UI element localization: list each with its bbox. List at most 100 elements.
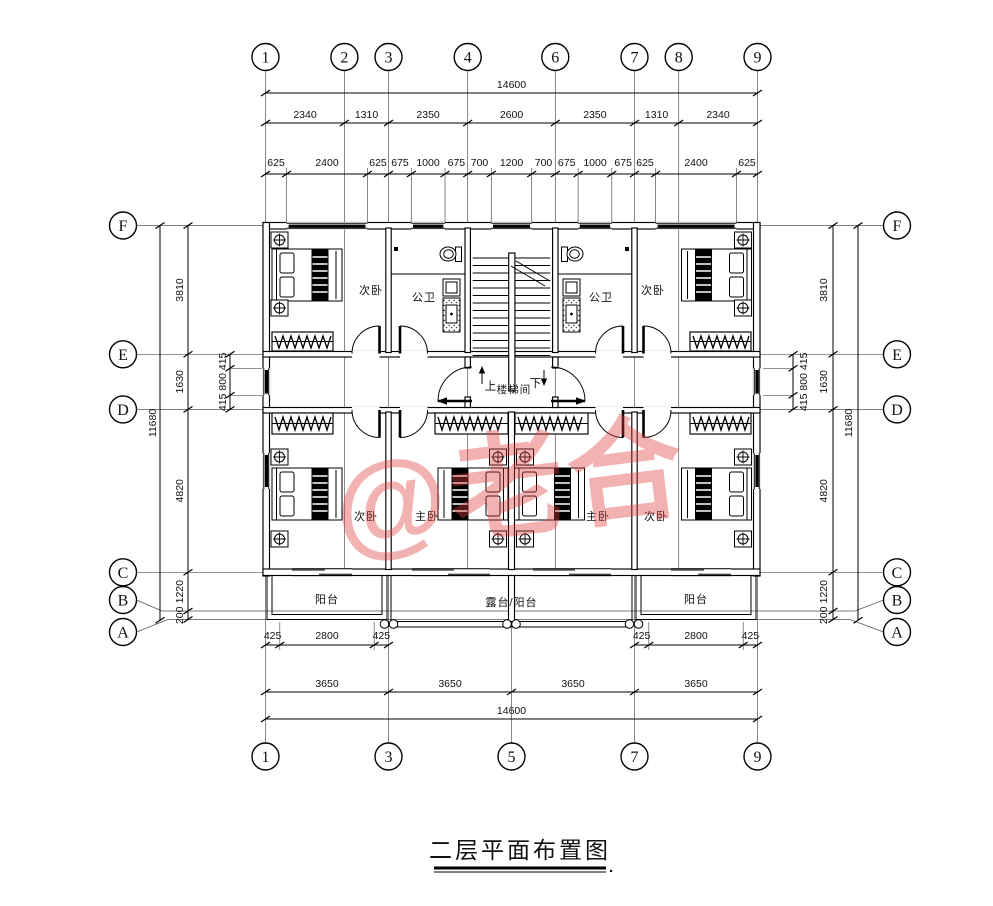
wardrobe: [514, 412, 589, 435]
axis-label: 6: [551, 50, 559, 67]
room-label-terrace: 露台/阳台: [485, 595, 537, 609]
dim-label: 700: [471, 157, 489, 169]
floor-drain: [394, 247, 398, 251]
dim-label: 415: [798, 393, 810, 411]
sliding-door: [671, 568, 731, 577]
dim-label: 4820: [818, 479, 830, 503]
window: [753, 453, 761, 489]
dim-label: 425: [373, 630, 391, 642]
stair-break-line: [510, 260, 551, 287]
axis-label: 7: [631, 50, 639, 67]
window: [491, 222, 532, 230]
axis-grid: [136, 70, 884, 743]
room-label-balcony: 阳台: [684, 592, 708, 606]
axis-label: 9: [754, 50, 762, 67]
furniture: [270, 231, 753, 548]
terrace-posts: [379, 619, 644, 629]
dim-bottom-total: 14600: [497, 705, 526, 717]
down-arrow-icon: [540, 378, 548, 386]
dim-label: 2800: [684, 630, 708, 642]
room-label-secondary-bedroom: 次卧: [644, 509, 668, 523]
dim-label: 625: [369, 157, 387, 169]
balcony-right: [635, 575, 757, 620]
dim-label: 425: [742, 630, 760, 642]
wall: [464, 356, 471, 369]
dim-label: 675: [558, 157, 576, 169]
axis-label: F: [119, 218, 128, 235]
room-label-secondary-bedroom: 次卧: [641, 283, 665, 297]
entry-door: [550, 366, 586, 405]
room-label-secondary-bedroom: 次卧: [354, 509, 378, 523]
page-title: 二层平面布置图: [429, 837, 611, 863]
wardrobe: [271, 331, 334, 352]
dim-label: 4820: [174, 479, 186, 503]
balcony-left: [266, 575, 388, 620]
wall: [385, 227, 392, 354]
axis-label: E: [892, 347, 902, 364]
dim-total-width: 14600: [497, 79, 526, 91]
bed: [680, 467, 753, 521]
nightstand: [270, 448, 289, 466]
nightstand: [270, 231, 289, 249]
door: [398, 409, 428, 438]
dim-label: 675: [391, 157, 409, 169]
balconies: [266, 575, 757, 629]
door: [595, 325, 625, 354]
axis-label: F: [893, 218, 902, 235]
windows: [262, 222, 761, 489]
wall: [552, 227, 559, 354]
axis-bubbles: [108, 42, 912, 771]
wall: [552, 356, 559, 369]
door: [642, 409, 672, 438]
axis-label: C: [892, 565, 903, 582]
dim-label: 2400: [315, 157, 339, 169]
window: [411, 222, 445, 230]
wall: [385, 411, 392, 571]
window: [262, 453, 270, 489]
door: [351, 325, 381, 354]
dim-label: 2340: [706, 109, 730, 121]
dim-label: 2400: [684, 157, 708, 169]
dim-label: 1220: [818, 580, 830, 604]
dim-label: 415: [217, 393, 229, 411]
nightstand: [734, 299, 752, 317]
balcony-left-rail: [271, 575, 383, 615]
window: [286, 222, 368, 230]
axis-label: E: [118, 347, 128, 364]
axis-label: 7: [631, 749, 639, 766]
dim-label: 200: [818, 606, 830, 624]
axis-label: 2: [340, 50, 348, 67]
axis-label: 3: [385, 50, 393, 67]
axis-label: B: [892, 593, 903, 610]
watermark: @老合: [327, 403, 694, 573]
wardrobe: [689, 412, 752, 435]
dim-label: 675: [448, 157, 466, 169]
dim-label: 2350: [416, 109, 440, 121]
dim-label: 800: [798, 373, 810, 391]
sliding-door: [412, 568, 490, 577]
wardrobe: [271, 412, 334, 435]
dim-label: 2600: [500, 109, 524, 121]
door: [642, 325, 672, 354]
door-openings: [352, 351, 671, 414]
balcony-right-rail: [640, 575, 752, 615]
door: [398, 325, 428, 354]
dim-labels-right: 11680 3810 1630 4820 1220 200 415 800 41…: [798, 278, 855, 624]
dim-label: 2350: [583, 109, 607, 121]
stair-up-label: 上: [485, 380, 498, 393]
axis-label: D: [117, 402, 129, 419]
dim-label: 625: [267, 157, 285, 169]
window: [753, 368, 761, 396]
dim-label: 1220: [174, 580, 186, 604]
up-arrow-icon: [478, 366, 486, 374]
room-labels: 次卧 公卫 公卫 次卧 次卧 主卧 主卧 次卧 阳台 露台/阳台 阳台 上 楼梯…: [315, 283, 708, 609]
dim-label: 700: [535, 157, 553, 169]
window: [262, 368, 270, 396]
door: [595, 409, 625, 438]
entry-door: [437, 366, 473, 405]
dim-label: 415: [217, 352, 229, 370]
dim-label: 1630: [818, 370, 830, 394]
axis-label: 8: [675, 50, 683, 67]
